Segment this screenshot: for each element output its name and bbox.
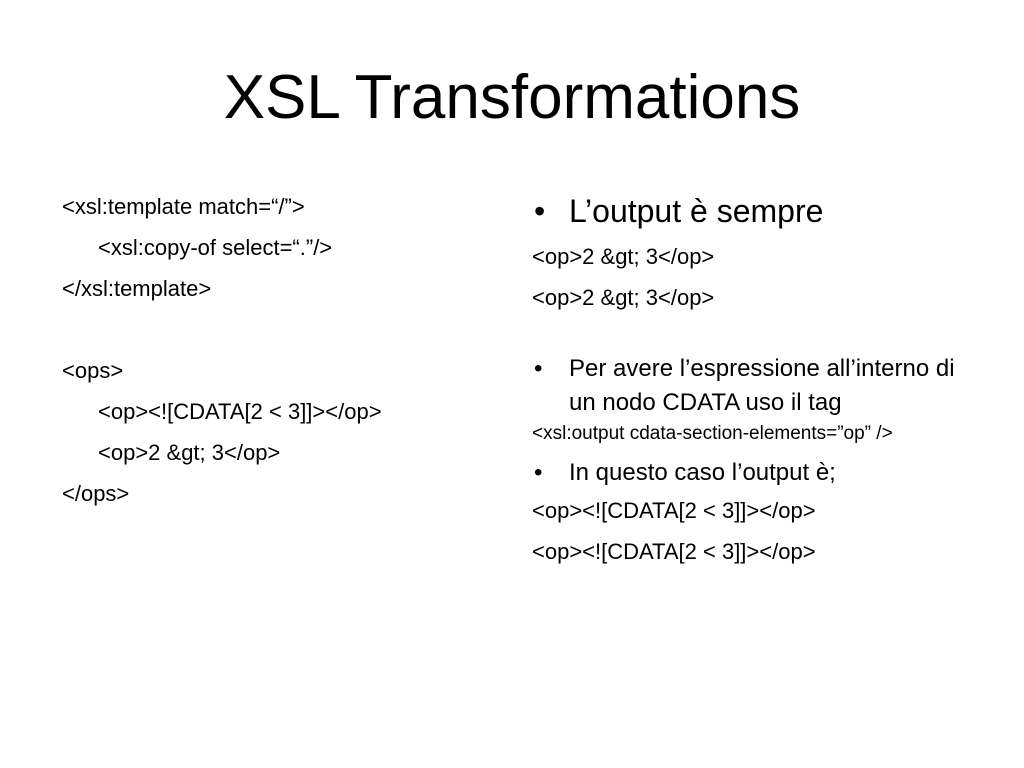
code-line: <ops>	[62, 358, 124, 383]
explanation-column: • L’output è sempre <op>2 &gt; 3</op> <o…	[532, 186, 972, 572]
blank-line	[532, 318, 972, 352]
code-line: <op>2 &gt; 3</op>	[98, 440, 281, 465]
bullet-text: Per avere l’espressione all’interno di u…	[569, 355, 955, 416]
slide-title: XSL Transformations	[223, 63, 801, 132]
code-example-column: <xsl:template match=“/”> <xsl:copy-of se…	[62, 186, 502, 514]
code-line: <op><![CDATA[2 < 3]]></op>	[98, 399, 382, 424]
code-line: <op>2 &gt; 3</op>	[532, 244, 715, 269]
bullet-dot-icon: •	[534, 193, 546, 229]
bullet-dot-icon: •	[534, 459, 543, 486]
code-line: <op><![CDATA[2 < 3]]></op>	[532, 539, 816, 564]
bullet-output-always: • L’output è sempre	[532, 186, 972, 236]
code-line: <xsl:copy-of select=“.”/>	[98, 235, 333, 260]
bullet-dot-icon: •	[534, 355, 543, 382]
code-line: </xsl:template>	[62, 276, 212, 301]
code-line: <op><![CDATA[2 < 3]]></op>	[532, 498, 816, 523]
bullet-text: In questo caso l’output è;	[569, 459, 836, 486]
bullet-cdata-explanation: • Per avere l’espressione all’interno di…	[532, 352, 972, 420]
code-line: <op>2 &gt; 3</op>	[532, 285, 715, 310]
bullet-text: L’output è sempre	[569, 193, 824, 229]
code-line: </ops>	[62, 481, 130, 506]
bullet-output-case: • In questo caso l’output è;	[532, 456, 972, 490]
code-line: <xsl:output cdata-section-elements=”op” …	[532, 423, 893, 444]
gap	[532, 448, 972, 456]
code-line: <xsl:template match=“/”>	[62, 194, 305, 219]
blank-line	[62, 309, 502, 350]
